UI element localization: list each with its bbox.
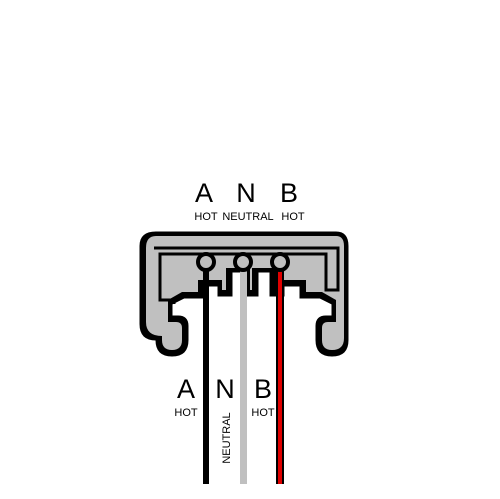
- housing-inner-edge: [154, 246, 340, 304]
- top-label-hot-a: HOT: [194, 211, 218, 223]
- terminal-n: [233, 252, 253, 272]
- bottom-letter-b: B: [254, 374, 272, 404]
- bottom-labels: A N B HOT NEUTRAL HOT: [174, 374, 275, 464]
- top-labels: A N B HOT NEUTRAL HOT: [194, 178, 305, 223]
- bottom-letter-n: N: [215, 374, 235, 404]
- terminal-b: [270, 252, 290, 272]
- bottom-letter-a: A: [177, 374, 195, 404]
- neutral-wire: [240, 262, 247, 484]
- top-letter-n: N: [236, 178, 256, 208]
- hot-a-wire: [203, 262, 209, 484]
- top-letter-a: A: [195, 178, 213, 208]
- bottom-label-neutral: NEUTRAL: [221, 412, 233, 463]
- top-label-neutral: NEUTRAL: [222, 211, 273, 223]
- hot-b-wire: [278, 262, 282, 484]
- bottom-label-hot-a: HOT: [174, 407, 198, 419]
- top-letter-b: B: [280, 178, 298, 208]
- bottom-label-hot-b: HOT: [251, 407, 275, 419]
- wires: [203, 262, 284, 484]
- top-label-hot-b: HOT: [281, 211, 305, 223]
- terminals: [196, 252, 290, 272]
- terminal-a: [196, 252, 216, 272]
- housing-fill: [146, 236, 344, 350]
